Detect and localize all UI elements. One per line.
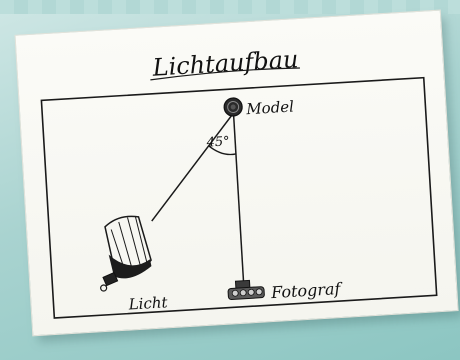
photographer-label: Fotograf (270, 279, 344, 302)
diagram-card: Lichtaufbau 45° Model (14, 9, 460, 342)
angle-arc (207, 145, 237, 156)
softbox-light-icon (100, 215, 152, 292)
background-strip (0, 0, 460, 14)
camera-axis-line (232, 112, 245, 285)
diagram-title: Lichtaufbau (151, 45, 299, 82)
light-direction-line (151, 112, 235, 222)
model-label: Model (245, 97, 295, 118)
camera-icon (227, 279, 265, 300)
angle-label: 45° (205, 134, 230, 150)
lighting-diagram: Lichtaufbau 45° Model (40, 45, 438, 319)
title-underline (150, 67, 300, 81)
card-paper: Lichtaufbau 45° Model (14, 9, 459, 337)
light-label: Licht (127, 293, 169, 313)
model-head-icon (223, 97, 243, 117)
room-frame (40, 76, 438, 319)
